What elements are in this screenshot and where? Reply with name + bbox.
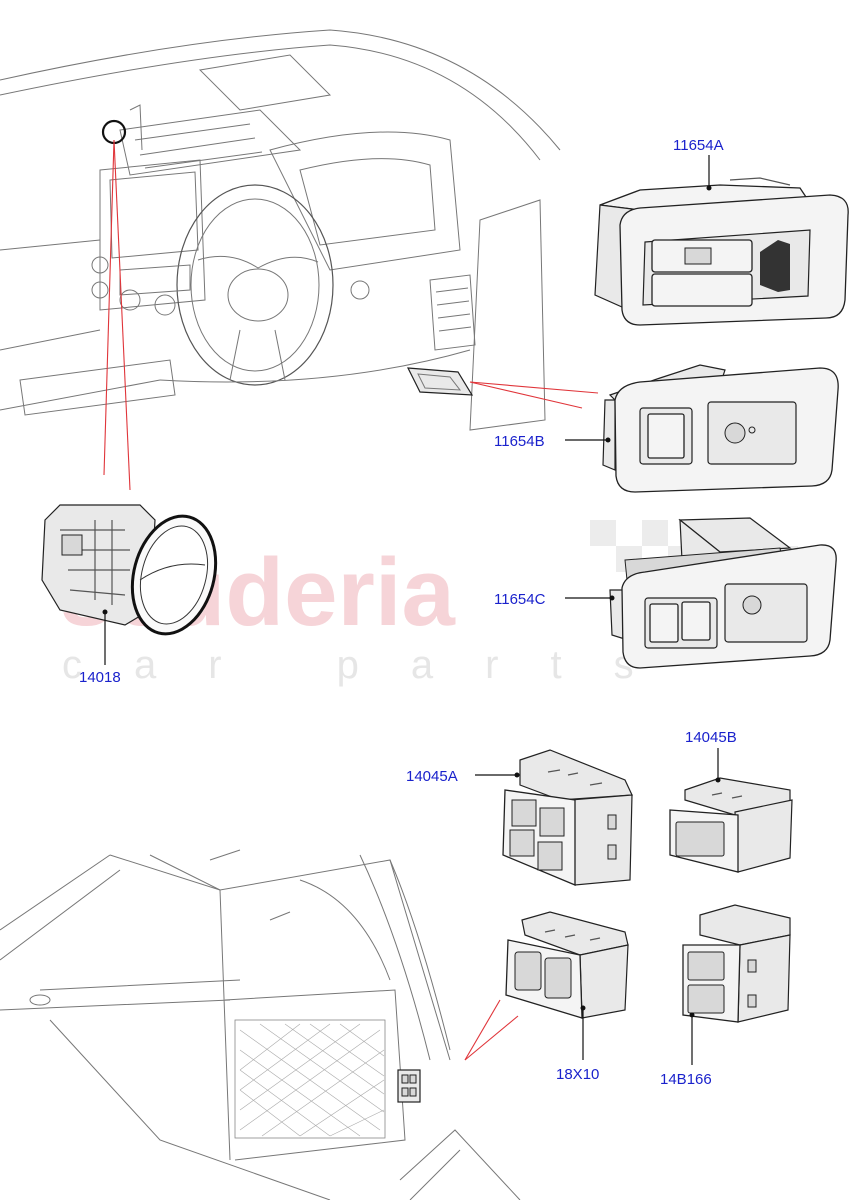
label-11654b[interactable]: 11654B — [494, 433, 545, 450]
label-14018[interactable]: 14018 — [79, 669, 121, 686]
dashboard-illustration — [0, 29, 561, 431]
part-14045b-switch-block[interactable] — [669, 777, 793, 873]
part-14b166-switch-block[interactable] — [682, 904, 791, 1023]
watermark-subtitle: car parts — [62, 643, 686, 687]
label-18x10[interactable]: 18X10 — [556, 1066, 599, 1083]
label-11654a[interactable]: 11654A — [673, 137, 724, 154]
part-14018-start-button-housing[interactable] — [41, 504, 228, 643]
label-14045a[interactable]: 14045A — [406, 768, 458, 785]
part-location-marker-circle — [101, 119, 127, 145]
label-14045b[interactable]: 14045B — [685, 729, 737, 746]
part-11654c-switch-panel[interactable] — [609, 517, 837, 669]
part-labels: 11654A 11654B 11654C 14018 14045A 14045B… — [79, 137, 737, 1088]
part-14045a-switch-block[interactable] — [502, 749, 633, 886]
part-11654b-switch-panel[interactable] — [602, 364, 839, 493]
part-18x10-switch-block[interactable] — [505, 911, 629, 1019]
part-11654a-switch-panel[interactable] — [594, 177, 849, 326]
callout-lines — [103, 139, 599, 1061]
leader-lines — [102, 155, 721, 1065]
label-11654c[interactable]: 11654C — [494, 591, 546, 608]
label-14b166[interactable]: 14B166 — [660, 1071, 712, 1088]
boot-illustration — [0, 849, 521, 1200]
